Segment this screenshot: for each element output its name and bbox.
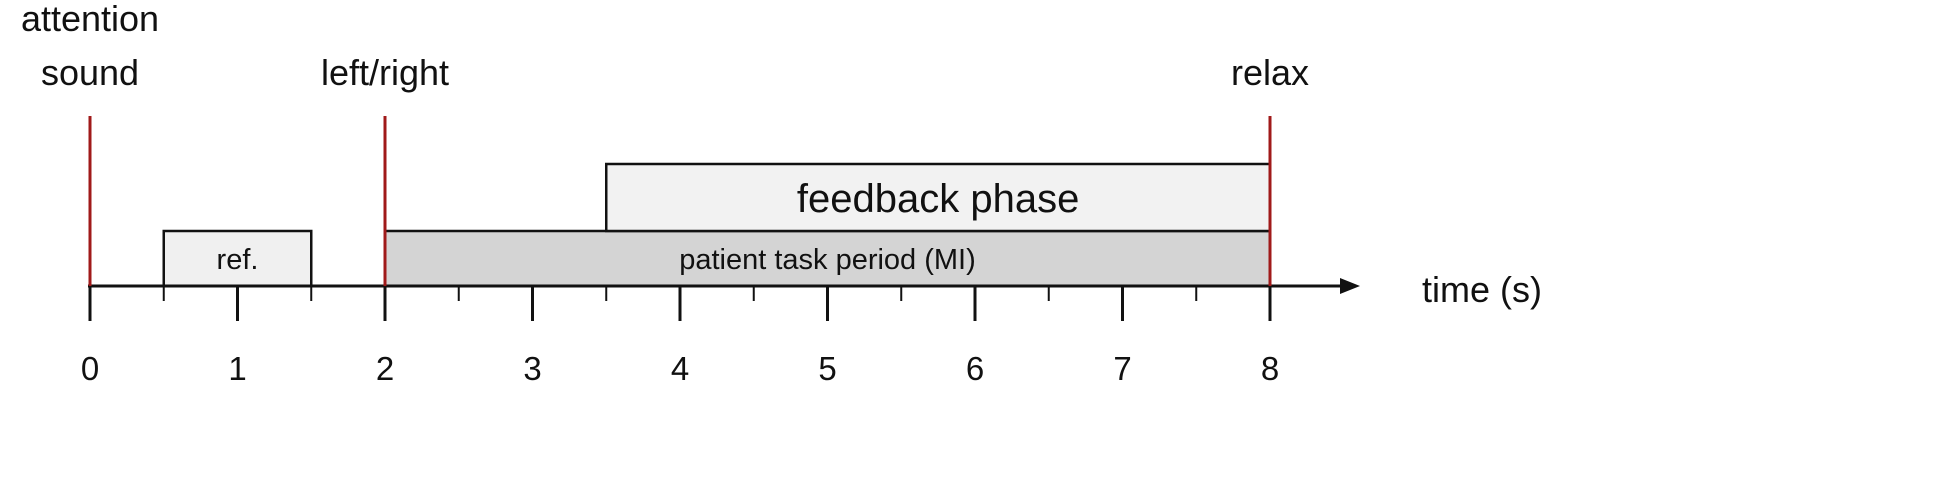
tick-label: 6 [966,350,984,387]
tick-label: 4 [671,350,689,387]
tick-label: 0 [81,350,99,387]
time-axis: 0 1 2 3 4 5 6 7 8 time (s) [81,269,1542,387]
event-label: attention [21,0,159,39]
period-label-task: patient task period (MI) [679,244,976,276]
tick-label: 2 [376,350,394,387]
tick-label: 8 [1261,350,1279,387]
tick-label: 7 [1113,350,1131,387]
tick-label: 5 [818,350,836,387]
period-box-task [383,229,1272,288]
event-label: left/right [321,52,449,93]
event-label: relax [1231,52,1309,93]
period-boxes: ref. patient task period (MI) feedback pha… [162,162,1272,288]
period-label-ref: ref. [217,244,259,276]
event-markers: attention sound left/right relax [21,0,1309,286]
axis-label: time (s) [1422,269,1542,310]
event-label: sound [41,52,139,93]
tick-label: 1 [228,350,246,387]
period-box-ref [162,229,313,288]
period-label-feedback: feedback phase [797,177,1079,221]
axis-arrowhead [1340,278,1360,294]
period-box-feedback [605,162,1272,233]
tick-label: 3 [523,350,541,387]
